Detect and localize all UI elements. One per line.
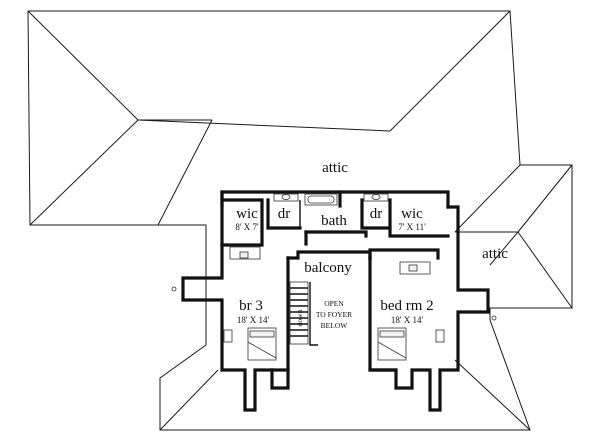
open-foyer-line2: TO FOYER <box>316 310 352 319</box>
dr-left-label: dr <box>278 206 291 222</box>
open-foyer-line3: BELOW <box>321 321 349 330</box>
roof-hip-line <box>27 10 139 121</box>
attic-label-top: attic <box>322 160 348 176</box>
wall <box>286 250 372 260</box>
roof-hip-line <box>157 119 213 226</box>
bed-line <box>247 341 277 359</box>
bed-line <box>377 341 407 359</box>
staircase: down <box>289 281 309 345</box>
wic-left-label: wic <box>236 206 258 222</box>
wall <box>266 198 302 230</box>
sink-icon <box>371 194 381 200</box>
wall <box>181 190 290 412</box>
roof-outline <box>27 10 573 431</box>
wall <box>360 198 392 230</box>
balcony-label: balcony <box>304 260 352 276</box>
wic-right-size: 7' X 11' <box>398 222 426 232</box>
bathtub-inner <box>307 195 335 204</box>
sink-icon <box>281 194 291 200</box>
wall <box>304 230 368 238</box>
light-fixture-icon <box>171 286 177 292</box>
bed-pillow <box>249 330 275 338</box>
bath-label: bath <box>321 213 347 229</box>
wall <box>220 198 264 247</box>
roof-hip-line <box>389 10 511 132</box>
stair-label: down <box>295 309 304 326</box>
room-labels: attic attic wic 8' X 7' dr bath dr wic 7… <box>235 160 508 330</box>
wic-right-label: wic <box>401 206 423 222</box>
chair <box>408 264 418 272</box>
bed2-size: 18' X 14' <box>391 315 424 325</box>
roof-hip-line <box>29 119 139 226</box>
wall <box>368 205 490 412</box>
side-table <box>223 329 233 343</box>
roof-hip-line <box>454 164 521 233</box>
fixtures <box>171 193 497 361</box>
side-table <box>435 329 445 343</box>
roof-hip-line <box>489 231 519 266</box>
wic-left-size: 8' X 7' <box>235 222 259 232</box>
br3-label: br 3 <box>239 298 263 314</box>
roof-hip-line <box>159 369 219 431</box>
roof-ridge-line <box>137 119 391 132</box>
stair-outline <box>289 281 309 345</box>
bed-pillow <box>379 330 405 338</box>
wall <box>368 248 440 260</box>
chair <box>239 251 249 259</box>
bed2-label: bed rm 2 <box>380 298 433 314</box>
roof-hip-line <box>517 164 573 233</box>
main-roof-perimeter <box>27 10 573 431</box>
roof-ridge-line <box>517 231 573 309</box>
attic-label-right: attic <box>482 246 508 262</box>
roof-hip-line <box>454 359 531 431</box>
walls <box>181 190 490 412</box>
wall <box>388 198 450 238</box>
wall <box>309 282 318 346</box>
light-fixture-icon <box>491 315 497 321</box>
dr-right-label: dr <box>370 206 383 222</box>
br3-size: 18' X 14' <box>237 315 270 325</box>
open-foyer-line1: OPEN <box>324 299 344 308</box>
